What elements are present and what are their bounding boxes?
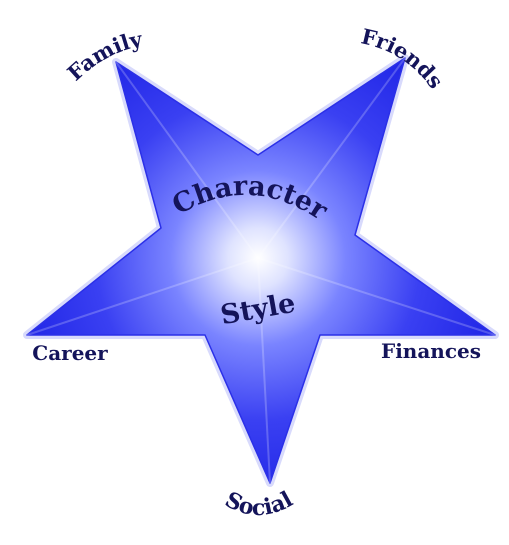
point-label-finances: Finances <box>381 339 481 363</box>
star-facets <box>26 57 496 484</box>
point-label-career: Career <box>32 341 108 365</box>
star-shape <box>26 57 496 484</box>
point-label-social: Social <box>221 486 297 521</box>
